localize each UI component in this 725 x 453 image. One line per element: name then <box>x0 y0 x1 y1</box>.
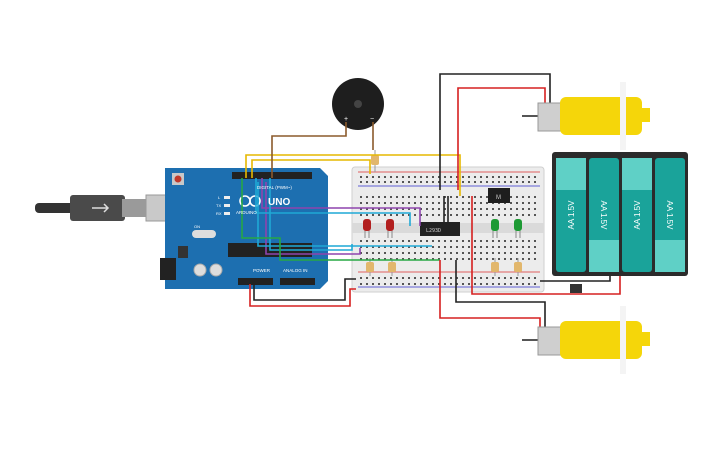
piezo-buzzer[interactable] <box>332 78 384 130</box>
dc-motor-top[interactable] <box>522 82 650 150</box>
power-header <box>238 278 273 285</box>
on-label: ON <box>194 224 200 229</box>
wires <box>241 73 621 330</box>
svg-text:M: M <box>496 195 501 201</box>
arduino-sub-brand: ARDUINO <box>236 210 257 215</box>
analog-label: ANALOG IN <box>283 268 308 273</box>
arduino-brand: UNO <box>268 197 290 208</box>
battery-cell-4 <box>655 158 685 272</box>
battery-cell-2-label: AA 1.5V <box>599 201 608 231</box>
led-red-2[interactable] <box>386 219 394 238</box>
battery-pack[interactable] <box>552 152 688 276</box>
resistor-2[interactable] <box>388 258 396 276</box>
resistor-buzzer[interactable] <box>371 150 379 172</box>
battery-cell-3-label: AA 1.5V <box>633 200 642 230</box>
chip-label: L293D <box>426 228 441 234</box>
digital-label: DIGITAL (PWM~) <box>257 185 292 190</box>
battery-cell-1 <box>556 158 586 272</box>
led-red-1[interactable] <box>363 219 371 238</box>
resistor-4[interactable] <box>514 258 522 276</box>
rx-label: RX <box>216 211 222 216</box>
battery-cell-4-label: AA 1.5V <box>665 201 674 231</box>
tx-label: TX <box>216 203 221 208</box>
power-label: POWER <box>253 268 271 273</box>
resistor-3[interactable] <box>491 258 499 276</box>
arduino-uno-board[interactable] <box>160 168 328 289</box>
arduino-logo <box>239 195 261 207</box>
usb-cable <box>35 194 185 222</box>
battery-cell-3 <box>622 158 652 272</box>
resistor-1[interactable] <box>366 258 374 276</box>
motor-driver-chip[interactable] <box>420 222 460 236</box>
dc-jack <box>160 258 176 280</box>
l-label: L <box>218 195 221 200</box>
analog-header <box>280 278 315 285</box>
power-switch[interactable] <box>570 284 582 293</box>
led-green-1[interactable] <box>491 219 499 238</box>
buzzer-plus: + <box>344 116 348 123</box>
buzzer-minus: − <box>370 116 374 123</box>
ir-sensor[interactable]: M <box>488 188 510 203</box>
battery-cell-1-label: AA 1.5V <box>567 200 576 230</box>
dc-motor-bottom[interactable] <box>522 306 650 374</box>
led-green-2[interactable] <box>514 219 522 238</box>
battery-cell-2 <box>589 158 619 272</box>
